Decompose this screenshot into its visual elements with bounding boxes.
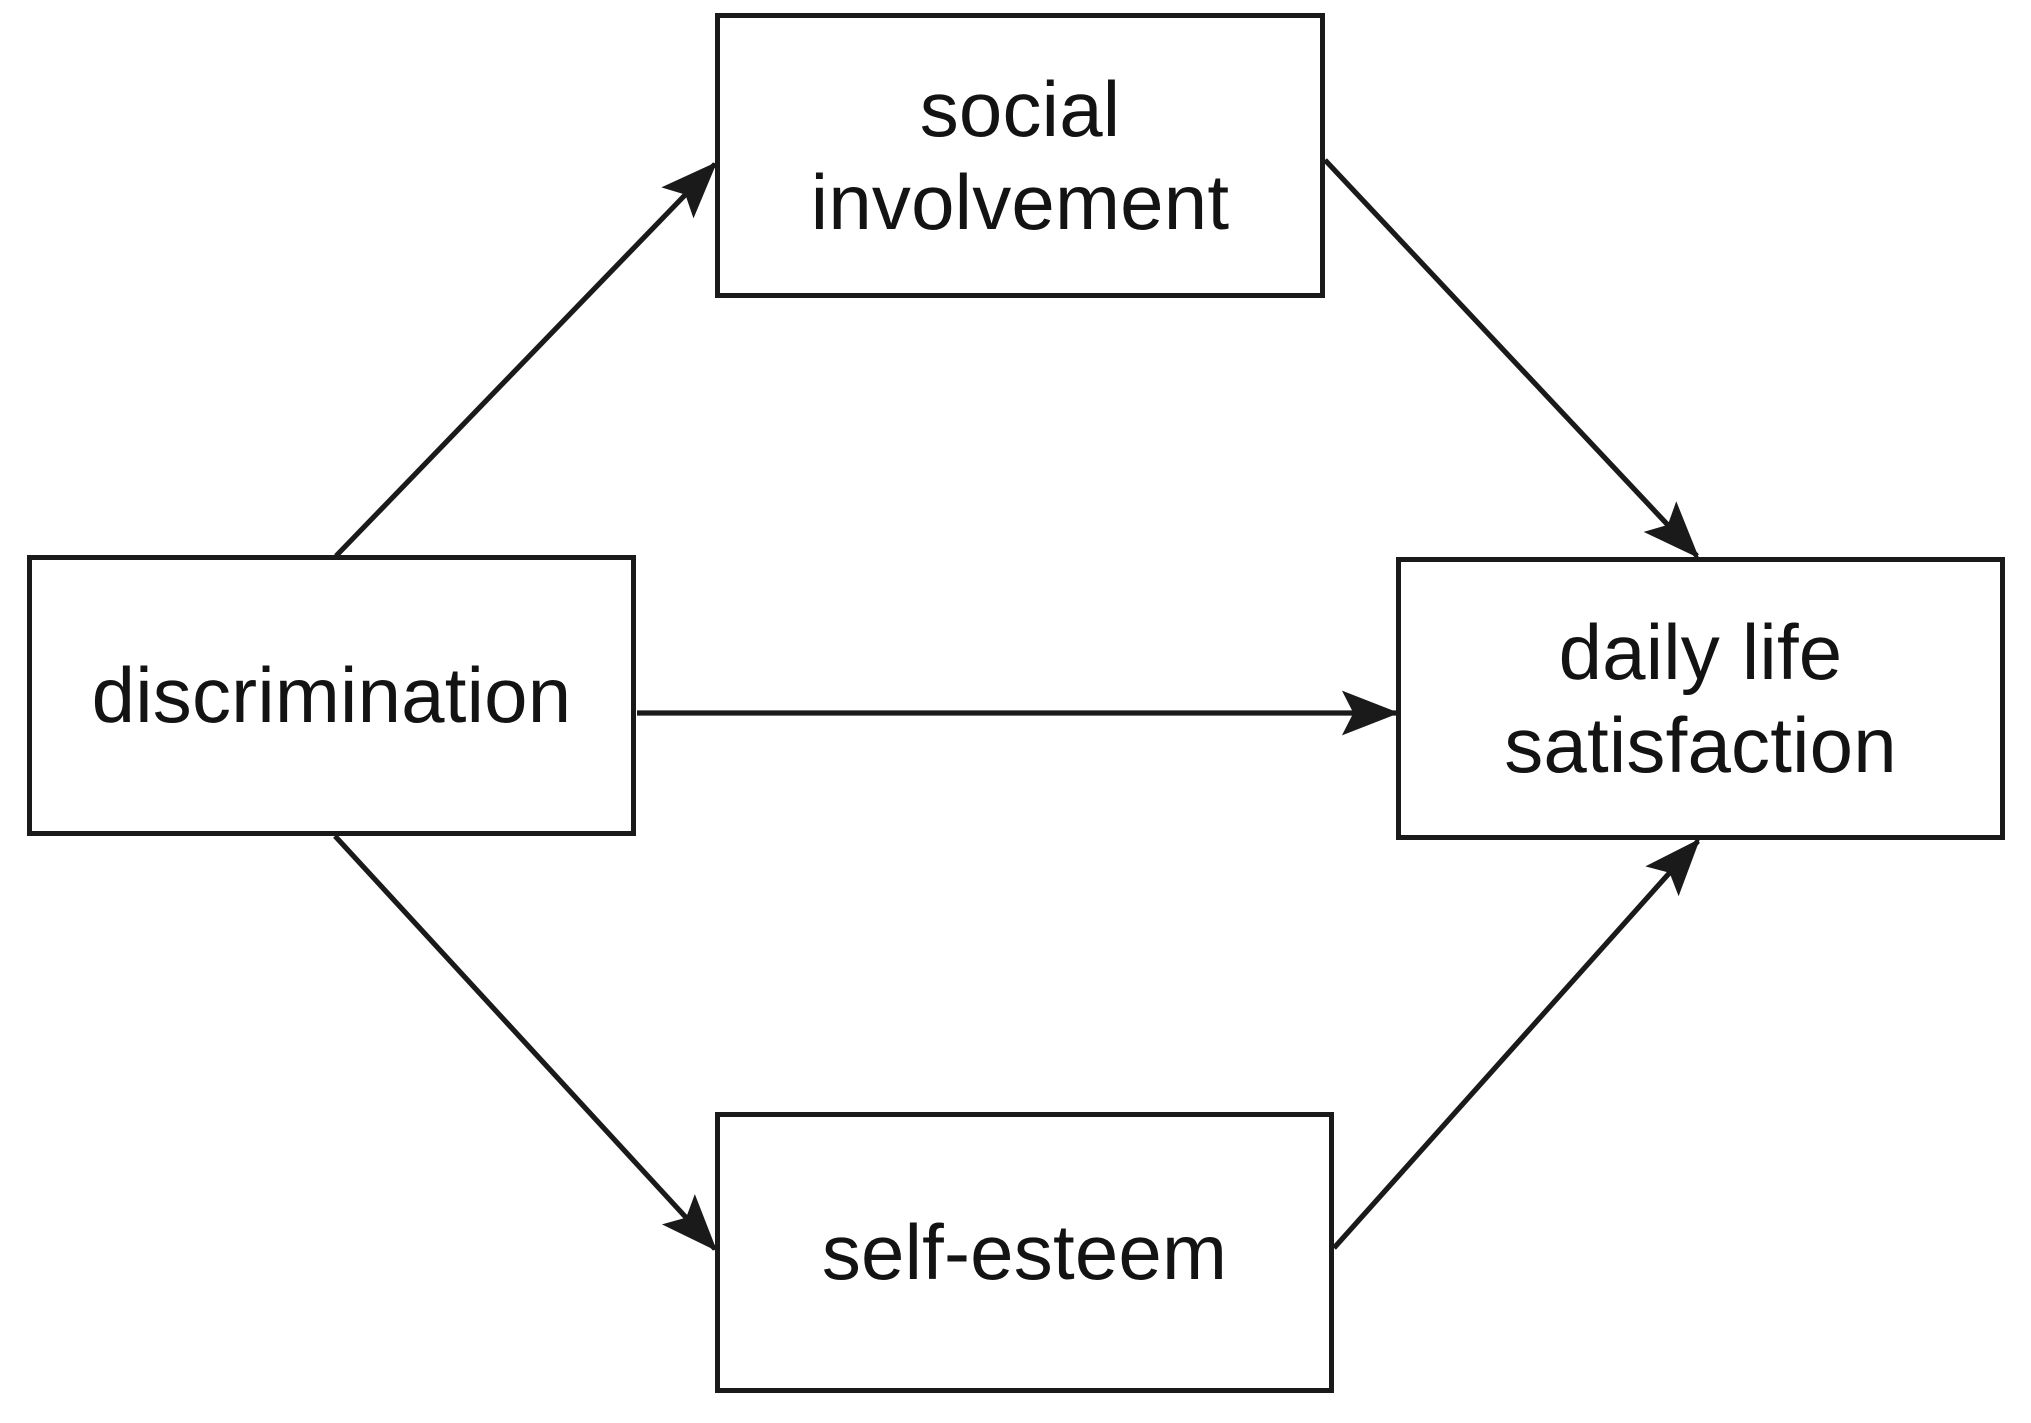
node-social-involvement-label: social involvement <box>810 65 1230 246</box>
node-daily-life-satisfaction[interactable]: daily life satisfaction <box>1396 557 2005 840</box>
edge-discrimination-to-self-esteem <box>333 834 718 1252</box>
edge-social-involvement-to-daily-life-satisfaction <box>1323 158 1700 559</box>
node-self-esteem-label: self-esteem <box>821 1208 1228 1297</box>
node-self-esteem[interactable]: self-esteem <box>715 1112 1334 1393</box>
node-discrimination-label: discrimination <box>91 651 572 740</box>
node-social-involvement[interactable]: social involvement <box>715 13 1325 298</box>
node-discrimination[interactable]: discrimination <box>27 555 636 836</box>
edge-discrimination-to-social-involvement <box>334 161 718 558</box>
edge-self-esteem-to-daily-life-satisfaction <box>1332 838 1701 1250</box>
node-daily-life-satisfaction-label: daily life satisfaction <box>1504 608 1897 789</box>
